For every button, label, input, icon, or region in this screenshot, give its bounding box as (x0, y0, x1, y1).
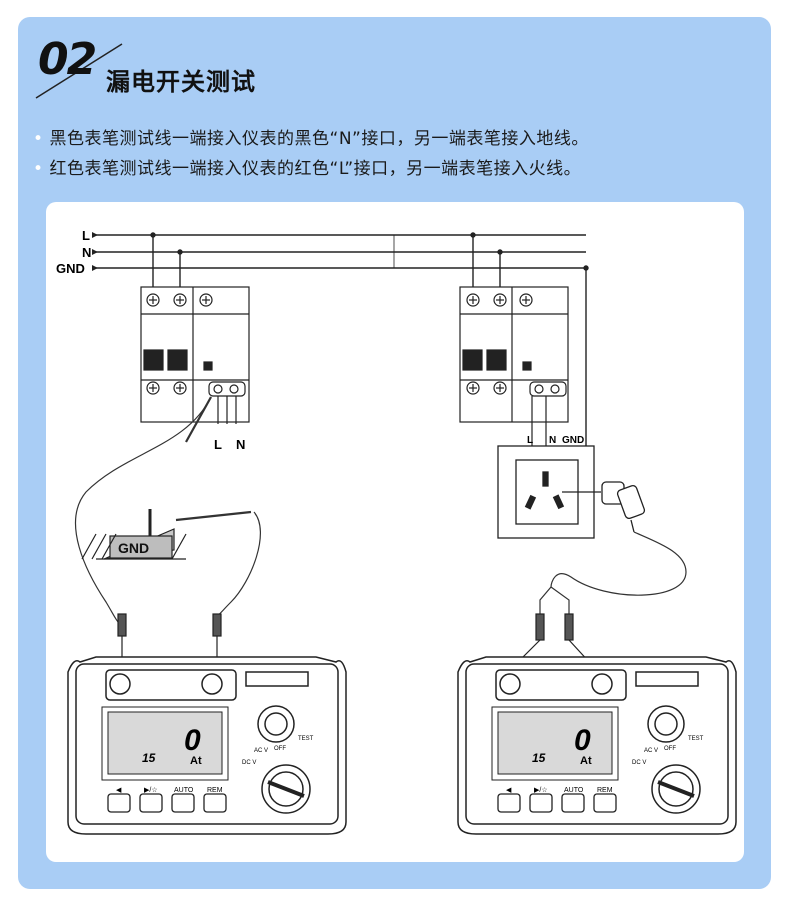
right-meter-dial-label: AC V (644, 748, 658, 754)
right-meter-display-main: 0 (574, 724, 591, 757)
bus-label-n: N (82, 245, 91, 260)
right-terminal-label-gnd: GND (562, 435, 584, 446)
right-drop-wires (470, 232, 589, 447)
left-meter-leads (117, 613, 222, 662)
bus-arrows (92, 232, 98, 271)
plug (601, 481, 646, 533)
left-meter-dial-label: TEST (298, 736, 314, 742)
section-number-badge: 02 (38, 34, 97, 85)
right-meter-display-sub: 15 (532, 751, 546, 765)
left-meter-display-unit: At (190, 755, 202, 767)
left-insulation-tester (67, 656, 347, 835)
left-meter-dial-label: AC V (254, 748, 268, 754)
right-meter-dial-label: TEST (688, 736, 704, 742)
left-drop-wires (150, 232, 183, 290)
bus-label-gnd: GND (56, 261, 85, 276)
left-meter-button-label: ▶/☆ (144, 786, 158, 794)
right-meter-button-label: ◀ (506, 787, 512, 794)
left-terminal-label-n: N (236, 437, 245, 452)
instruction-item: •黑色表笔测试线一端接入仪表的黑色“N”接口，另一端表笔接入地线。 (33, 124, 589, 149)
badge-slash (35, 43, 123, 99)
bullet-dot-icon: • (33, 129, 44, 149)
wall-socket (497, 445, 601, 539)
right-terminal-label-n: N (549, 435, 556, 446)
right-meter-button-label: AUTO (564, 787, 584, 794)
left-terminal-label-l: L (214, 437, 222, 452)
right-terminal-label-l: L (527, 435, 533, 446)
section-title: 漏电开关测试 (106, 68, 256, 96)
bus-lines (96, 234, 586, 269)
right-meter-dial-label: DC V (632, 760, 646, 766)
right-meter-buttons (497, 793, 617, 813)
left-meter-display-main: 0 (184, 724, 201, 757)
right-meter-dial-label: OFF (664, 746, 676, 752)
right-meter-display-unit: At (580, 755, 592, 767)
left-meter-dial-label: DC V (242, 760, 256, 766)
left-meter-buttons (107, 793, 227, 813)
right-insulation-tester (457, 656, 737, 835)
left-leakage-breaker (140, 286, 250, 424)
right-probe-wire (539, 531, 687, 614)
left-meter-display-sub: 15 (142, 751, 156, 765)
ground-label: GND (118, 540, 149, 556)
left-meter-button-label: REM (207, 787, 223, 794)
left-meter-button-label: AUTO (174, 787, 194, 794)
right-meter-button-label: ▶/☆ (534, 786, 548, 794)
left-meter-dial-label: OFF (274, 746, 286, 752)
wiring-diagram: L N GND L N (56, 228, 737, 835)
instruction-item: •红色表笔测试线一端接入仪表的红色“L”接口，另一端表笔接入火线。 (33, 154, 581, 179)
left-meter-button-label: ◀ (116, 787, 122, 794)
left-probe-wire (75, 396, 262, 624)
right-meter-button-label: REM (597, 787, 613, 794)
bus-label-l: L (82, 228, 90, 243)
bullet-dot-icon: • (33, 159, 44, 179)
ground-block (81, 509, 187, 560)
instruction-text: 红色表笔测试线一端接入仪表的红色“L”接口，另一端表笔接入火线。 (49, 159, 582, 179)
right-leakage-breaker (459, 286, 569, 447)
instruction-text: 黑色表笔测试线一端接入仪表的黑色“N”接口，另一端表笔接入地线。 (49, 129, 589, 149)
